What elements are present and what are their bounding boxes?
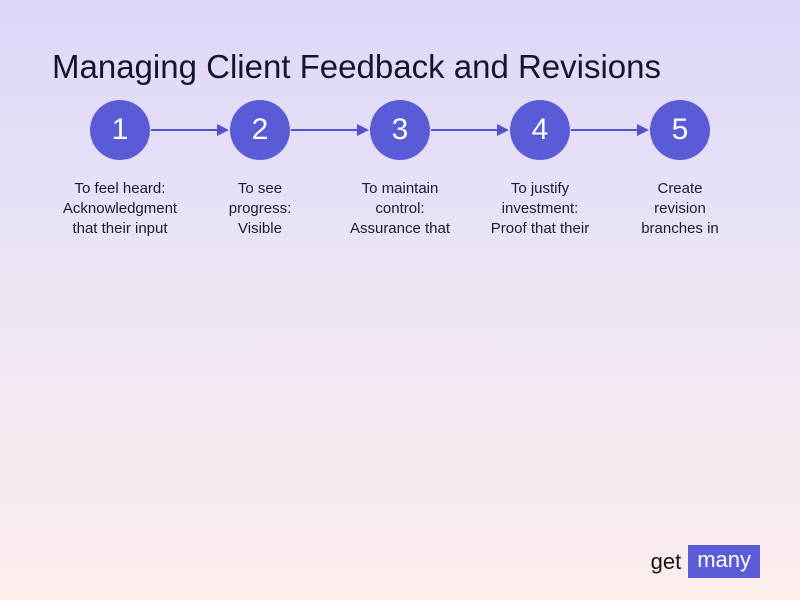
step-3-caption: To maintain control: Assurance that (349, 180, 451, 237)
arrow-right-icon (151, 123, 229, 137)
step-1-number: 1 (111, 113, 129, 146)
step-1-circle: 1 (90, 100, 150, 160)
arrow-right-icon (431, 123, 509, 137)
arrow-shaft (571, 129, 639, 131)
step-4-number: 4 (531, 113, 549, 146)
step-5-caption: Create revision branches in (641, 180, 719, 237)
step-4-circle: 4 (510, 100, 570, 160)
step-3-number: 3 (391, 113, 409, 146)
arrow-shaft (151, 129, 219, 131)
page-title: Managing Client Feedback and Revisions (52, 48, 662, 86)
logo-get-text: get (650, 548, 682, 574)
arrow-right-icon (571, 123, 649, 137)
step-5-number: 5 (671, 113, 689, 146)
step-3-circle: 3 (370, 100, 430, 160)
step-4-caption: To justify investment: Proof that their (490, 180, 590, 237)
getmany-logo: get many (651, 545, 760, 578)
step-1: 1 To feel heard: Acknowledgment that the… (50, 100, 190, 239)
step-2-circle: 2 (230, 100, 290, 160)
step-2: 2 To see progress: Visible (190, 100, 330, 239)
step-4: 4 To justify investment: Proof that thei… (470, 100, 610, 239)
step-5: 5 Create revision branches in (610, 100, 750, 239)
step-1-caption: To feel heard: Acknowledgment that their… (62, 180, 178, 237)
arrow-head (637, 124, 649, 136)
step-2-number: 2 (251, 113, 269, 146)
process-steps: 1 To feel heard: Acknowledgment that the… (50, 100, 750, 239)
arrow-right-icon (291, 123, 369, 137)
arrow-head (217, 124, 229, 136)
arrow-head (497, 124, 509, 136)
arrow-shaft (431, 129, 499, 131)
arrow-head (357, 124, 369, 136)
step-5-circle: 5 (650, 100, 710, 160)
arrow-shaft (291, 129, 359, 131)
logo-many-badge: many (688, 545, 760, 578)
step-2-caption: To see progress: Visible (228, 180, 292, 237)
step-3: 3 To maintain control: Assurance that (330, 100, 470, 239)
